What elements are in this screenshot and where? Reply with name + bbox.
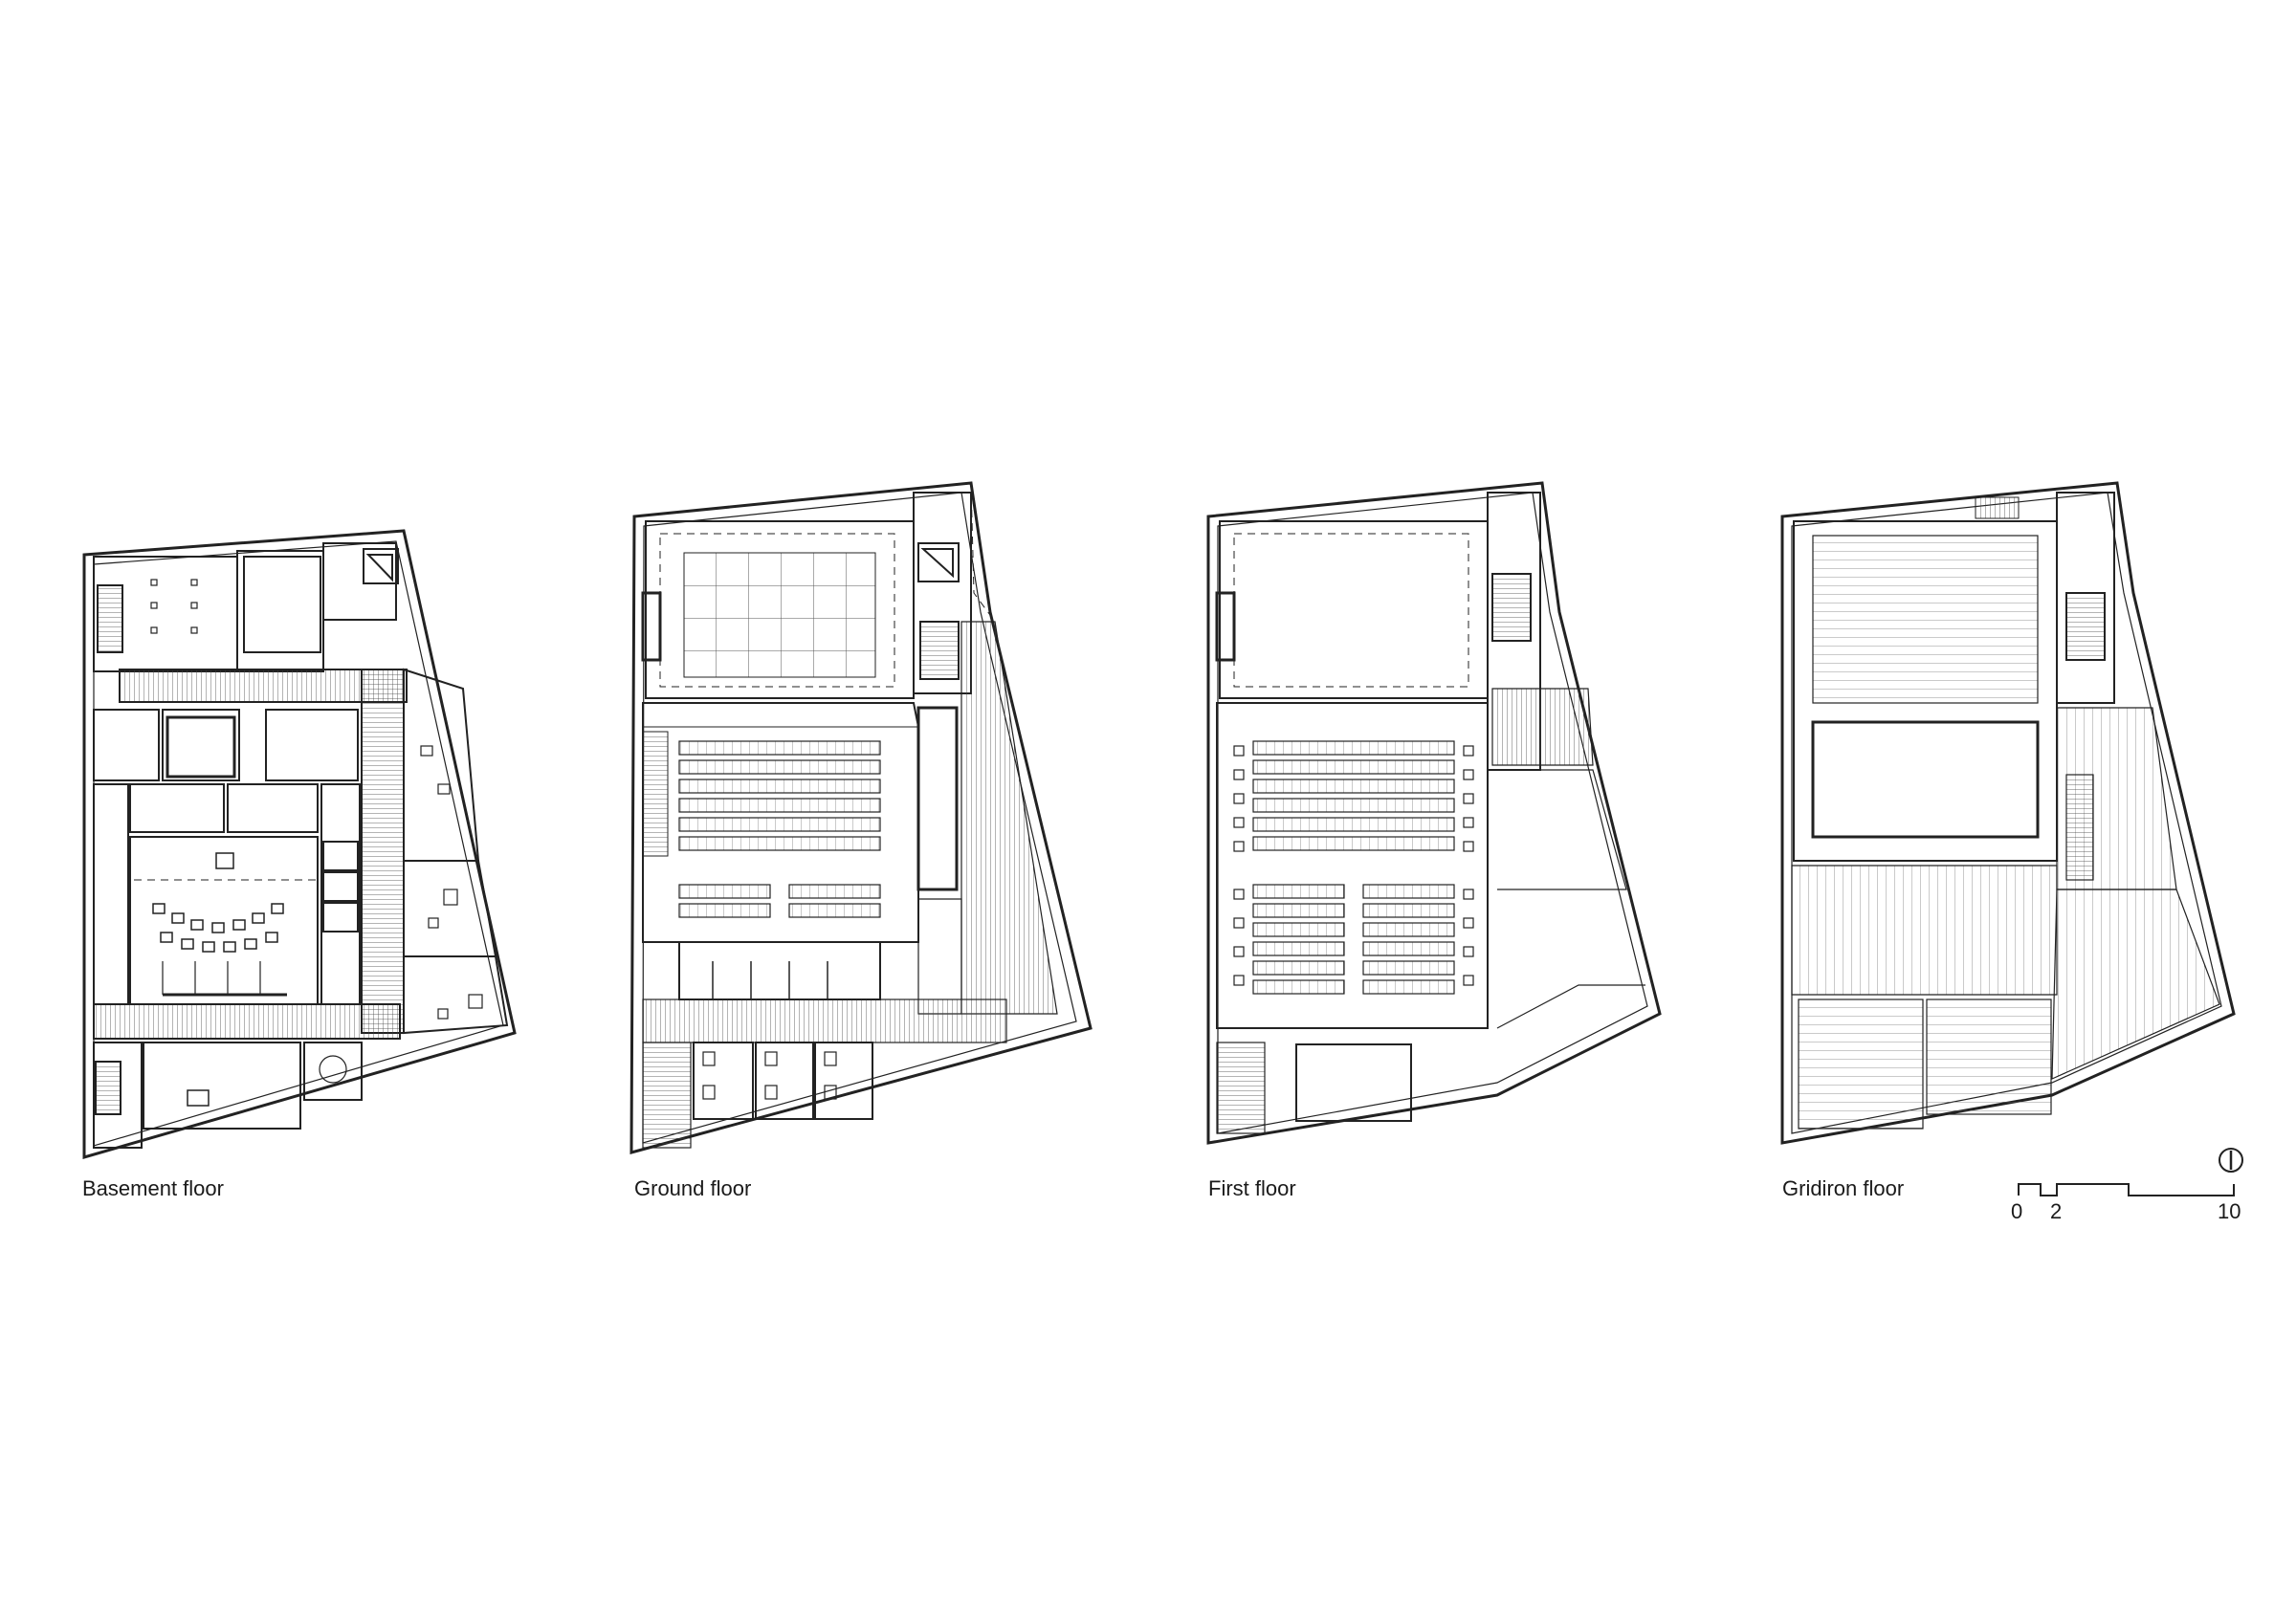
north-arrow-icon [2219,1148,2243,1173]
scale-tick-2: 2 [2050,1199,2063,1223]
basement-outline [82,529,517,1159]
ground-outline [629,481,1093,1154]
scale-bar [2018,1183,2235,1196]
ground-floor-label: Ground floor [634,1176,752,1200]
scale-tick-0: 0 [2011,1199,2023,1223]
basement-plan [82,529,517,1159]
gridiron-floor-label: Gridiron floor [1782,1176,1905,1200]
first-outline [1206,481,1662,1145]
first-floor-label: First floor [1208,1176,1296,1200]
gridiron-outline [1780,481,2236,1145]
ground-plan [629,481,1093,1154]
basement-floor-label: Basement floor [82,1176,224,1200]
gridiron-plan [1780,481,2236,1145]
scale-tick-10: 10 [2218,1199,2241,1223]
first-plan [1206,481,1662,1145]
